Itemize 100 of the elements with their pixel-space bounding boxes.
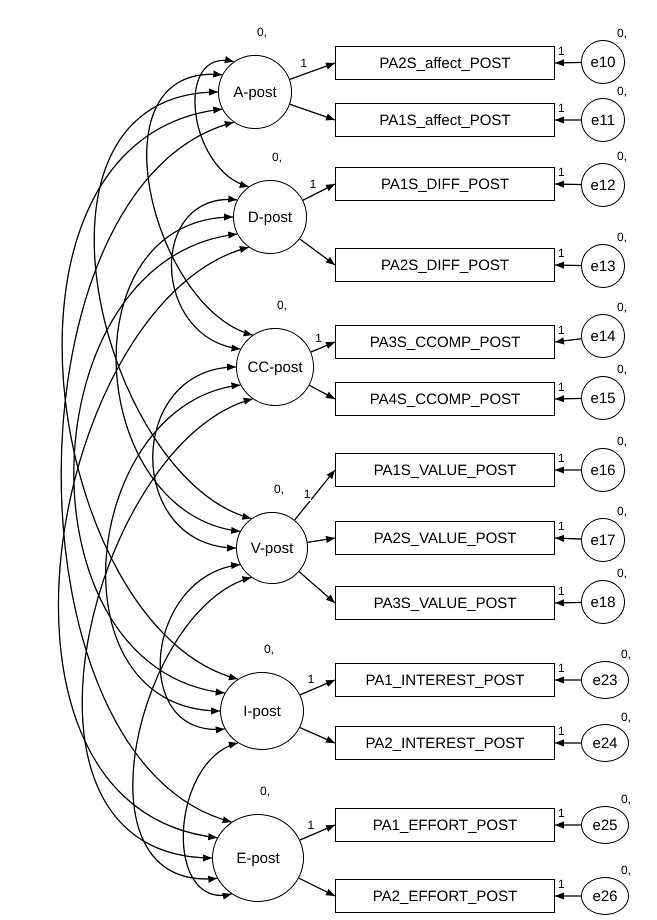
observed-variable-box: PA1_EFFORT_POST	[335, 808, 555, 842]
arrow	[298, 878, 336, 897]
arrow	[298, 571, 336, 604]
arrow	[300, 727, 336, 744]
error-term-circle: e11	[581, 98, 625, 142]
observed-variable-box: PA1_INTEREST_POST	[335, 663, 555, 697]
arrow	[554, 337, 582, 344]
arrow	[554, 395, 582, 402]
arrow	[309, 384, 336, 400]
parameter-label: 0,	[617, 26, 628, 40]
arrow	[554, 599, 582, 606]
covariance-arrow	[62, 108, 238, 680]
observed-variable-box: PA4S_CCOMP_POST	[335, 382, 555, 416]
arrow	[310, 341, 336, 353]
arrow	[290, 62, 336, 80]
edge-label: 1	[557, 102, 566, 115]
observed-variable-box: PA2S_affect_POST	[335, 46, 555, 80]
error-term-circle: e10	[581, 40, 625, 84]
edge-label: 1	[557, 247, 566, 260]
parameter-label: 0,	[621, 863, 632, 877]
edge-label: 1	[557, 45, 566, 58]
covariance-arrow	[82, 398, 253, 860]
parameter-label: 0,	[617, 149, 628, 163]
parameter-label: 0,	[264, 642, 274, 656]
error-term-circle: e16	[581, 448, 625, 492]
observed-variable-box: PA2_INTEREST_POST	[335, 726, 555, 760]
covariance-arrow	[170, 196, 241, 350]
covariance-arrow	[60, 122, 234, 823]
edge-label: 1	[557, 585, 566, 598]
error-term-circle: e12	[581, 163, 625, 207]
arrow	[555, 892, 581, 900]
error-term-circle: e14	[581, 314, 625, 358]
edge-label: 1	[302, 488, 312, 501]
covariance-arrow	[132, 576, 252, 882]
observed-variable-box: PA3S_CCOMP_POST	[335, 325, 555, 359]
parameter-label: 0,	[272, 150, 282, 164]
error-term-circle: e13	[581, 244, 625, 288]
parameter-label: 0,	[621, 792, 632, 806]
arrow	[554, 59, 582, 66]
error-term-circle: e17	[581, 518, 625, 562]
observed-variable-box: PA2_EFFORT_POST	[335, 879, 555, 913]
covariance-arrow	[106, 384, 241, 714]
latent-variable-circle: A-post	[218, 55, 292, 129]
parameter-label: 0,	[260, 784, 270, 798]
edge-label: 1	[557, 878, 566, 891]
parameter-label: 0,	[257, 25, 268, 39]
edge-label: 1	[557, 381, 566, 394]
error-term-circle: e15	[581, 376, 625, 420]
observed-variable-box: PA3S_VALUE_POST	[335, 586, 555, 620]
arrow	[302, 183, 336, 201]
observed-variable-box: PA1S_VALUE_POST	[335, 453, 555, 487]
edge-label: 1	[557, 324, 566, 337]
arrow	[555, 116, 581, 124]
edge-label: 1	[557, 662, 566, 675]
covariance-arrow	[146, 72, 253, 336]
arrow	[307, 536, 336, 543]
arrow	[555, 739, 581, 747]
arrow	[554, 534, 582, 542]
edge-label: 1	[557, 807, 566, 820]
edge-label: 1	[314, 332, 323, 345]
parameter-label: 0,	[621, 647, 632, 661]
error-term-circle: e23	[581, 661, 629, 699]
parameter-label: 0,	[274, 482, 284, 496]
parameter-label: 0,	[617, 230, 628, 244]
parameter-label: 0,	[277, 298, 288, 312]
arrow	[300, 679, 336, 696]
edge-label: 1	[557, 725, 566, 738]
parameter-label: 0,	[621, 710, 632, 724]
covariance-arrow	[160, 563, 240, 732]
observed-variable-box: PA2S_VALUE_POST	[335, 521, 555, 555]
covariance-arrow	[116, 214, 240, 532]
covariance-arrow	[58, 246, 250, 839]
arrow	[290, 104, 336, 121]
covariance-arrow	[73, 233, 238, 694]
latent-variable-circle: I-post	[220, 672, 304, 750]
arrow	[554, 262, 582, 269]
parameter-label: 0,	[617, 434, 628, 448]
latent-variable-circle: D-post	[233, 180, 307, 254]
edge-label: 1	[557, 166, 566, 179]
parameter-label: 0,	[617, 84, 628, 98]
latent-variable-circle: V-post	[236, 512, 308, 584]
latent-variable-circle: CC-post	[236, 328, 314, 406]
observed-variable-box: PA2S_DIFF_POST	[335, 248, 555, 282]
error-term-circle: e26	[581, 877, 629, 915]
arrow	[555, 821, 581, 829]
error-term-circle: e25	[581, 806, 629, 844]
arrow	[299, 238, 336, 266]
parameter-label: 0,	[617, 362, 628, 376]
error-term-circle: e18	[581, 580, 625, 624]
covariance-arrow	[94, 90, 252, 520]
arrow	[554, 180, 582, 188]
error-term-circle: e24	[581, 724, 629, 762]
covariance-arrow	[152, 364, 236, 550]
latent-variable-circle: E-post	[212, 814, 304, 902]
parameter-label: 0,	[617, 566, 628, 580]
parameter-label: 0,	[617, 504, 628, 518]
covariance-arrow	[194, 57, 250, 188]
arrow	[555, 466, 581, 474]
edge-label: 1	[306, 818, 316, 832]
edge-label: 1	[557, 452, 566, 465]
